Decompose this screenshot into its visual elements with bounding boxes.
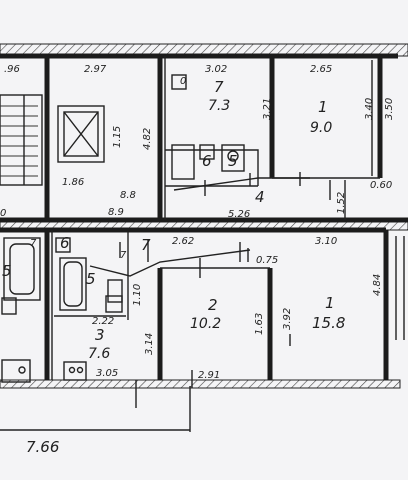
room-number: 1	[318, 98, 328, 116]
dimension-label: 2.22	[92, 316, 114, 327]
room1-upper-frame	[344, 60, 373, 220]
lower-left-fixtures	[1, 237, 41, 383]
total-width-label: 7.66	[26, 438, 59, 456]
dimension-label: 2.91	[198, 370, 220, 381]
room-number: 2	[208, 296, 218, 314]
lower-door-ticks	[119, 240, 291, 388]
room-number: 5	[86, 270, 96, 288]
dimension-label: 5.26	[228, 209, 250, 220]
dimension-label: 4.82	[142, 128, 153, 150]
dimension-label: 2.97	[84, 64, 107, 75]
room-number: 3	[95, 326, 105, 344]
lower-fixtures	[55, 237, 123, 381]
dimension-label: 3.40	[364, 98, 375, 120]
bottom-wall-band	[0, 379, 401, 389]
dimension-label: 3.21	[262, 98, 273, 120]
dimension-label: 1.52	[336, 192, 347, 214]
dimension-label: 1.15	[112, 126, 123, 148]
room-number: 1	[325, 294, 335, 312]
dimension-label: 0.60	[370, 180, 392, 191]
total-dimension	[0, 380, 191, 432]
upper-walls	[0, 53, 408, 223]
kitchen-fixtures	[171, 74, 245, 180]
dimension-label: 3.14	[144, 333, 155, 355]
dimension-label: 3.05	[96, 368, 118, 379]
dimension-label: 1.63	[254, 313, 265, 335]
mark-label: 7	[30, 238, 37, 249]
mark-label: 0	[180, 76, 186, 87]
dimension-label: 2.62	[172, 236, 194, 247]
room-area: 9.0	[310, 120, 332, 136]
dimension-label: 3.10	[315, 236, 337, 247]
room-area: 10.2	[190, 316, 221, 332]
dimension-label: 2.65	[310, 64, 332, 75]
room-number: 5	[228, 152, 238, 170]
room-number: 6	[202, 152, 212, 170]
mark-label: 7	[120, 250, 127, 261]
elevator-shaft	[57, 105, 105, 163]
door-tick-a	[204, 172, 331, 200]
room-area: 7.3	[208, 98, 230, 114]
dimension-label: 8.9	[108, 207, 124, 218]
room-number: 6	[60, 234, 70, 252]
dimension-label: 3.50	[384, 98, 395, 120]
dimension-label: .96	[4, 64, 20, 75]
dimension-label: 3.92	[282, 308, 293, 330]
upper-corridor-line	[173, 177, 310, 191]
lower-corridor-line	[89, 249, 251, 277]
room-number: 7	[214, 78, 224, 96]
room-area: 7.6	[88, 346, 110, 362]
dimension-label: 1.86	[62, 177, 84, 188]
mark-label: 5	[2, 262, 12, 280]
dimension-label: 0	[0, 208, 6, 219]
room-number: 7	[141, 236, 151, 254]
dimension-label: 3.02	[205, 64, 227, 75]
dimension-label: 1.10	[132, 284, 143, 306]
stair-block	[0, 94, 43, 186]
room-number: 4	[255, 188, 265, 206]
dimension-label: 0.75	[256, 255, 278, 266]
lower-walls	[0, 227, 405, 380]
dimension-label: 8.8	[120, 190, 136, 201]
room-area: 15.8	[312, 314, 345, 332]
dimension-label: 4.84	[372, 274, 383, 296]
